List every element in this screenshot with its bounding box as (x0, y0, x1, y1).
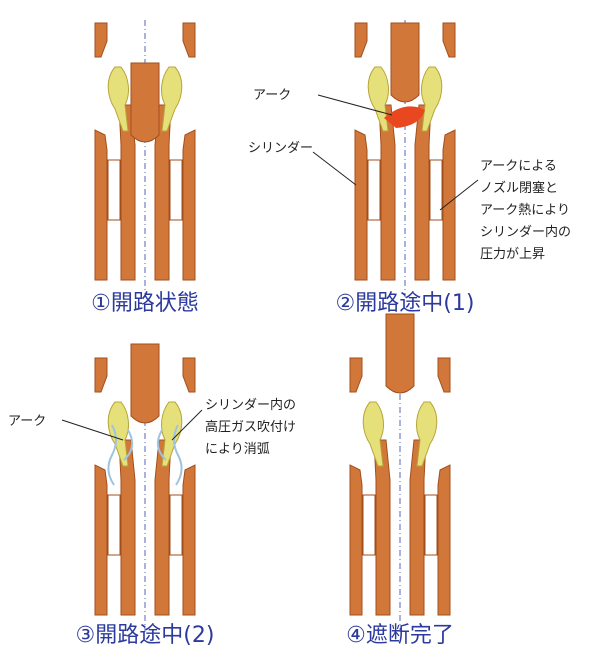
arc-label-3: アーク (8, 414, 46, 429)
note-2-line-2: ノズル閉塞と (480, 180, 558, 196)
caption-4: ④遮断完了 (346, 623, 454, 648)
panel-1: ①開路状態 (91, 19, 199, 316)
breaker-assembly-4 (349, 354, 451, 633)
panel-2: アーク シリンダー アークによる ノズル閉塞と アーク熱により シリンダー内の … (248, 19, 575, 316)
arc-leader-2 (317, 94, 393, 116)
note-3-line-2: 高圧ガス吹付け (205, 419, 296, 435)
arc-label-2: アーク (253, 88, 291, 103)
cylinder-leader-2 (312, 151, 357, 186)
panel-4: ④遮断完了 (346, 313, 454, 648)
cylinder-label-2: シリンダー (248, 141, 313, 156)
note-2-line-1: アークによる (480, 159, 557, 174)
caption-3: ③開路途中(2) (76, 623, 215, 648)
gas-flow-3 (107, 424, 183, 486)
caption-1: ①開路状態 (91, 291, 199, 316)
note-2-line-4: シリンダー内の (480, 224, 571, 240)
note-2-line-5: 圧力が上昇 (480, 247, 545, 262)
note-leader-3 (171, 409, 203, 441)
note-3: シリンダー内の 高圧ガス吹付け により消弧 (205, 397, 300, 457)
note-leader-2 (439, 179, 479, 211)
note-2-line-3: アーク熱により (480, 203, 570, 218)
arc-glow-2 (384, 106, 425, 128)
moving-rod-3 (130, 343, 160, 424)
note-3-line-1: シリンダー内の (205, 397, 296, 413)
note-2: アークによる ノズル閉塞と アーク熱により シリンダー内の 圧力が上昇 (480, 159, 575, 262)
panel-3: アーク シリンダー内の 高圧ガス吹付け により消弧 ③開路途中(2) (8, 343, 300, 648)
moving-rod-4 (385, 313, 415, 394)
arc-leader-3 (61, 419, 124, 441)
moving-rod-2 (390, 22, 420, 103)
caption-2: ②開路途中(1) (336, 291, 475, 316)
moving-rod-1 (130, 62, 160, 143)
note-3-line-3: により消弧 (205, 442, 270, 457)
breaker-assembly-1 (94, 19, 196, 298)
